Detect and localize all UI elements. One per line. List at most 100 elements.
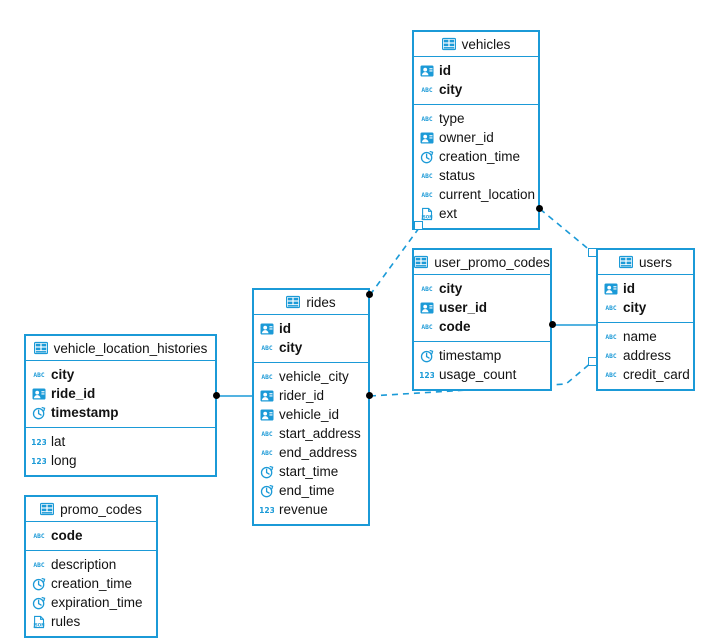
field-label: usage_count [439, 367, 517, 382]
field-label: user_id [439, 300, 488, 315]
id-card-icon [420, 64, 434, 78]
primary-key-field: ABC code [414, 317, 550, 336]
123-number-icon: 123 [32, 435, 46, 449]
field-label: long [51, 453, 77, 468]
clock-icon [32, 406, 46, 420]
field-label: timestamp [439, 348, 502, 363]
svg-text:123: 123 [32, 457, 46, 466]
abc-text-icon: ABC [420, 320, 434, 334]
svg-text:ABC: ABC [261, 345, 272, 352]
field-label: creation_time [439, 149, 521, 164]
field-label: code [51, 528, 83, 543]
abc-text-icon: ABC [420, 169, 434, 183]
field-label: status [439, 168, 476, 183]
svg-text:ABC: ABC [421, 324, 432, 331]
field-label: city [439, 281, 463, 296]
connector-endpoint-dot [366, 392, 373, 399]
id-card-icon [260, 389, 274, 403]
field-label: description [51, 557, 117, 572]
field-label: address [623, 348, 672, 363]
abc-text-icon: ABC [420, 282, 434, 296]
connector-endpoint-dot [213, 392, 220, 399]
field-label: start_address [279, 426, 361, 441]
entity-header: user_promo_codes [414, 250, 550, 275]
table-grid-icon [40, 502, 55, 516]
field-label: end_address [279, 445, 358, 460]
field-label: city [51, 367, 75, 382]
field-label: city [623, 300, 647, 315]
field-label: credit_card [623, 367, 690, 382]
field-label: lat [51, 434, 66, 449]
clock-icon [420, 349, 434, 363]
json-icon: JSON [420, 207, 434, 221]
table-grid-icon [286, 295, 301, 309]
clock-icon [260, 465, 274, 479]
entity-name: users [638, 254, 672, 270]
field-label: creation_time [51, 576, 133, 591]
connector-endpoint-dot [536, 205, 543, 212]
abc-text-icon: ABC [32, 558, 46, 572]
column-field: creation_time [26, 574, 156, 593]
abc-text-icon: ABC [260, 446, 274, 460]
column-field: ABC credit_card [598, 365, 693, 384]
field-label: code [439, 319, 471, 334]
entity-header: rides [254, 290, 368, 315]
id-card-icon [604, 282, 618, 296]
primary-key-field: user_id [414, 298, 550, 317]
column-field: owner_id [414, 128, 538, 147]
abc-text-icon: ABC [604, 368, 618, 382]
field-label: current_location [439, 187, 536, 202]
field-label: id [279, 321, 291, 336]
field-label: rider_id [279, 388, 325, 403]
svg-text:ABC: ABC [421, 192, 432, 199]
svg-text:123: 123 [260, 506, 274, 515]
connector-endpoint-dot [549, 321, 556, 328]
column-field: start_time [254, 462, 368, 481]
table-grid-icon [618, 255, 633, 269]
column-field: 123 usage_count [414, 365, 550, 384]
column-field: end_time [254, 481, 368, 500]
abc-text-icon: ABC [604, 349, 618, 363]
field-label: vehicle_city [279, 369, 349, 384]
svg-text:ABC: ABC [421, 116, 432, 123]
field-label: rules [51, 614, 81, 629]
column-field: creation_time [414, 147, 538, 166]
clock-icon [32, 577, 46, 591]
table-grid-icon [414, 255, 429, 269]
svg-text:ABC: ABC [261, 374, 272, 381]
column-field: timestamp [414, 346, 550, 365]
svg-text:ABC: ABC [605, 334, 616, 341]
svg-text:ABC: ABC [421, 87, 432, 94]
field-label: vehicle_id [279, 407, 340, 422]
field-label: start_time [279, 464, 339, 479]
table-grid-icon [441, 37, 456, 51]
entity-name: promo_codes [60, 501, 142, 517]
123-number-icon: 123 [420, 368, 434, 382]
svg-text:ABC: ABC [261, 431, 272, 438]
primary-key-field: id [598, 279, 693, 298]
entity-name: vehicles [461, 36, 511, 52]
column-field: rider_id [254, 386, 368, 405]
connector-endpoint-dot [366, 291, 373, 298]
id-card-icon [420, 301, 434, 315]
svg-text:ABC: ABC [605, 372, 616, 379]
field-label: owner_id [439, 130, 494, 145]
field-label: revenue [279, 502, 328, 517]
column-field: expiration_time [26, 593, 156, 612]
